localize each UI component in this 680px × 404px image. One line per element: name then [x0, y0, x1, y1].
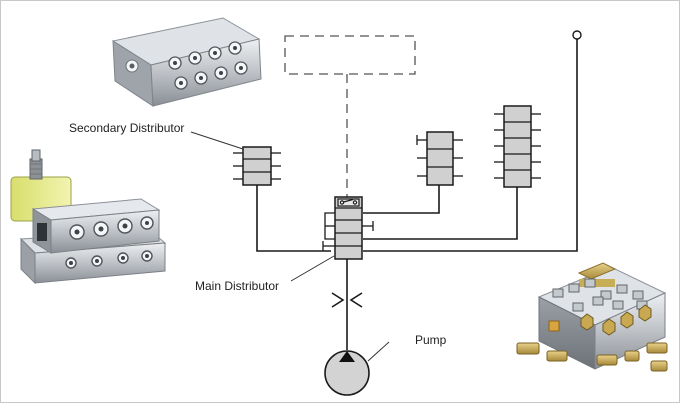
secondary-distributor-block-photo — [111, 17, 262, 107]
schematic-lines — [256, 39, 578, 350]
pump-label: Pump — [415, 333, 447, 347]
main-distributor-label: Main Distributor — [195, 279, 279, 293]
leader-lines — [190, 131, 390, 362]
indicator-switch-icon — [337, 198, 360, 207]
secondary-distributor-symbol — [233, 146, 281, 186]
lubrication-point-terminal — [572, 30, 582, 40]
pump-symbol — [324, 350, 370, 396]
secondary-distributor-label: Secondary Distributor — [69, 121, 184, 135]
main-distributor-with-indicator-photo — [10, 149, 167, 285]
main-distributor-symbol — [322, 196, 374, 260]
distributor-assembly-photo — [516, 262, 668, 372]
distributor-symbol-5-section — [494, 105, 541, 188]
optional-component-dashed-box — [284, 35, 416, 197]
distributor-symbol-3-section — [416, 131, 463, 186]
